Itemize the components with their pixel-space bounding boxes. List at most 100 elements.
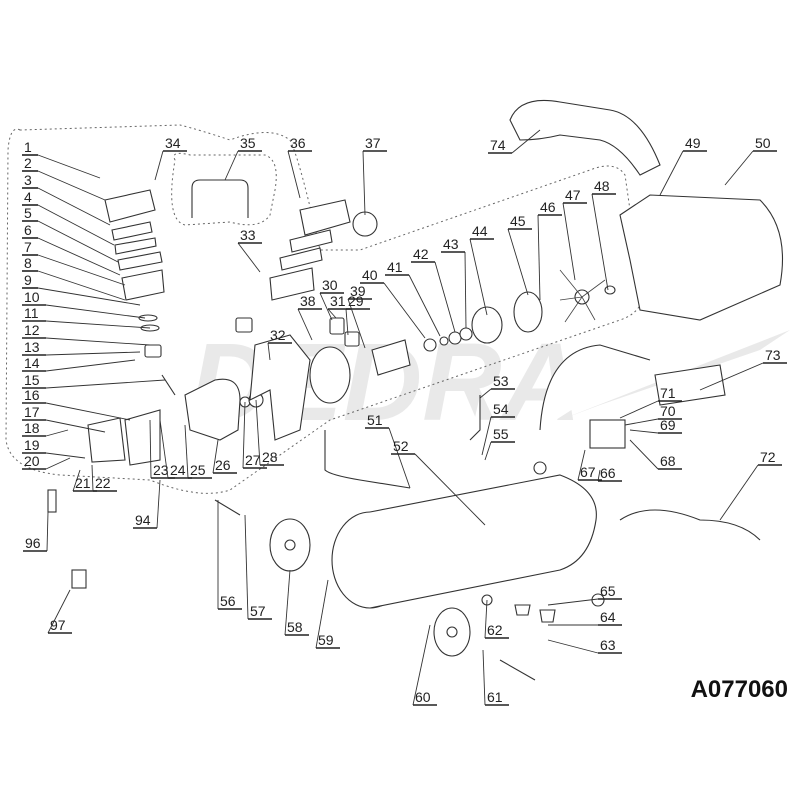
callout-number: 14 [24,355,40,371]
callout-51: 51 [365,412,411,489]
callout-61: 61 [482,649,509,706]
watermark-text: DEDRA [190,321,581,444]
callout-leader [156,479,161,529]
callout-number: 35 [240,135,256,151]
callout-leader [37,187,111,226]
callout-number: 48 [594,178,610,194]
callout-58: 58 [284,569,309,636]
callout-21: 21 [72,469,97,492]
callout-43: 43 [441,236,467,329]
callout-33: 33 [237,227,262,273]
callout-number: 43 [443,236,459,252]
callout-14: 14 [22,355,136,372]
callout-leader [315,579,329,649]
callout-leader [184,424,189,479]
callout-number: 96 [25,535,41,551]
callout-2: 2 [22,155,106,201]
callout-leader [45,452,86,459]
callout-7: 7 [22,239,126,286]
callout-number: 15 [24,372,40,388]
callout-9: 9 [22,272,141,306]
callout-53: 53 [479,373,515,399]
callout-number: 68 [660,453,676,469]
callout-leader [619,400,659,419]
callout-50: 50 [724,135,777,186]
callout-20: 20 [22,453,71,470]
callout-number: 7 [24,239,32,255]
callout-leader [242,401,246,469]
callout-leader [224,150,239,181]
callout-leader [91,464,94,492]
callout-5: 5 [22,205,119,263]
callout-number: 49 [685,135,701,151]
callout-49: 49 [659,135,707,196]
callout-26: 26 [212,439,237,474]
callout-number: 29 [348,293,364,309]
callout-69: 69 [629,417,682,434]
callout-leader [37,154,101,179]
callout-number: 54 [493,401,509,417]
callout-70: 70 [624,403,682,426]
callout-4: 4 [22,189,115,246]
callout-number: 46 [540,199,556,215]
callout-41: 41 [385,259,441,337]
callout-94: 94 [133,479,161,529]
callout-40: 40 [360,267,426,339]
callout-59: 59 [315,579,340,649]
callout-number: 30 [322,277,338,293]
callout-leader [37,204,115,246]
callout-number: 97 [50,617,66,633]
callout-44: 44 [469,223,494,316]
callout-number: 16 [24,387,40,403]
callout-number: 3 [24,172,32,188]
callout-number: 74 [490,137,506,153]
callout-leader [319,292,333,321]
callout-leader [537,214,541,301]
callout-13: 13 [22,339,141,356]
callout-leader [469,238,488,316]
callout-number: 70 [660,403,676,419]
callout-16: 16 [22,387,131,421]
callout-leader [72,469,81,492]
callout-number: 53 [493,373,509,389]
callout-number: 19 [24,437,40,453]
callout-number: 60 [415,689,431,705]
callout-number: 6 [24,222,32,238]
callout-leader [345,308,349,336]
callout-number: 9 [24,272,32,288]
callout-number: 52 [393,438,409,454]
callout-46: 46 [537,199,562,301]
callout-56: 56 [217,500,242,610]
callout-47: 47 [562,187,587,281]
callout-leader [45,337,151,346]
callout-leader [347,298,366,349]
callout-67: 67 [577,449,602,481]
callout-number: 62 [487,622,503,638]
callout-leader [37,270,126,301]
callout-number: 58 [287,619,303,635]
cylinder-head-right [235,199,351,333]
callout-number: 13 [24,339,40,355]
callout-34: 34 [154,135,187,181]
cylinder-head-left [104,189,176,396]
connection-pipe [469,395,481,441]
callout-32: 32 [267,327,292,361]
callout-leader [629,439,659,470]
callout-leader [484,441,492,461]
callout-8: 8 [22,255,126,301]
callout-number: 61 [487,689,503,705]
callout-leader [37,170,106,201]
callout-number: 69 [660,417,676,433]
callout-number: 32 [270,327,286,343]
callout-number: 17 [24,404,40,420]
callout-number: 4 [24,189,32,205]
callout-30: 30 [319,277,344,321]
callout-leader [237,242,261,273]
callout-leader [577,449,586,481]
handle-part [191,179,249,218]
callout-leader [45,320,151,329]
callout-72: 72 [719,449,782,521]
callout-number: 18 [24,420,40,436]
callout-leader [624,418,659,426]
